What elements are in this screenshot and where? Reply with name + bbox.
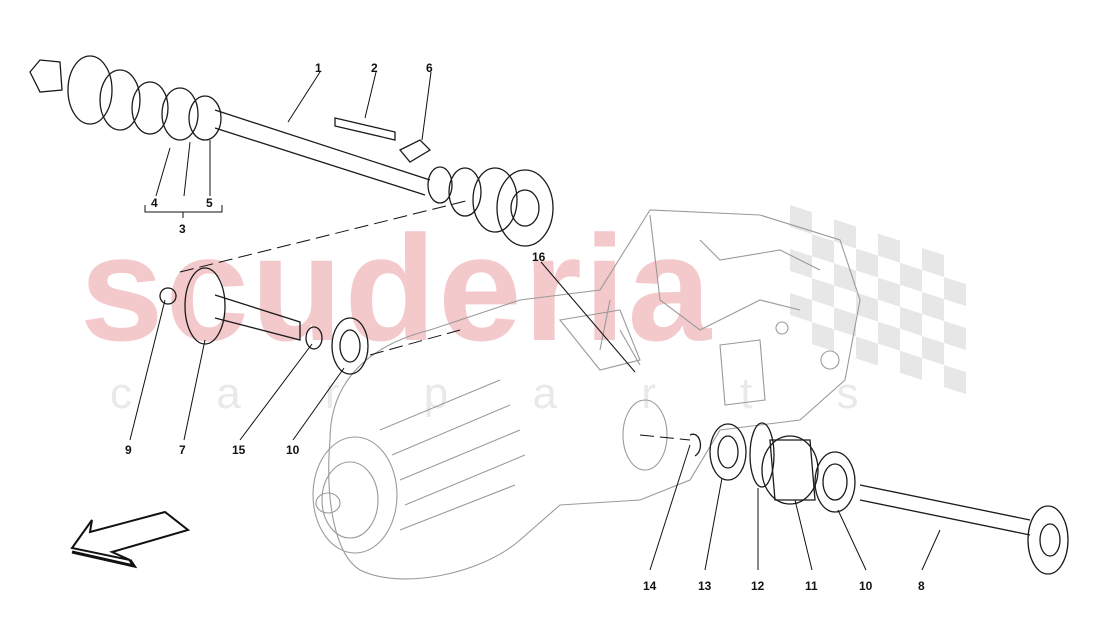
callout-6: 6 [426,61,433,75]
callout-16: 16 [532,250,546,264]
callout-1: 1 [315,61,322,75]
callout-14: 14 [643,579,657,593]
callout-10-right: 10 [859,579,873,593]
callout-7: 7 [179,443,186,457]
right-side-components [689,422,1069,575]
front-direction-arrow-icon [70,510,191,569]
callout-labels: 1 2 6 4 5 3 16 9 7 15 10 14 13 12 11 10 … [125,61,925,593]
callout-3: 3 [179,222,186,236]
callout-9: 9 [125,443,132,457]
callout-15: 15 [232,443,246,457]
callout-4: 4 [151,196,158,210]
checkered-flag-icon [790,205,966,395]
callout-2: 2 [371,61,378,75]
callout-11: 11 [805,579,818,593]
watermark-brand: scuderia [80,204,713,372]
watermark-subtitle: c a r p a r t s [110,369,895,418]
output-flange [159,267,369,375]
callout-13: 13 [698,579,712,593]
drive-shaft-assembly [29,55,554,247]
leader-lines [129,71,941,571]
callout-10-left: 10 [286,443,300,457]
callout-12: 12 [751,579,765,593]
alignment-lines [179,199,691,441]
callout-8: 8 [918,579,925,593]
callout-5: 5 [206,196,213,210]
